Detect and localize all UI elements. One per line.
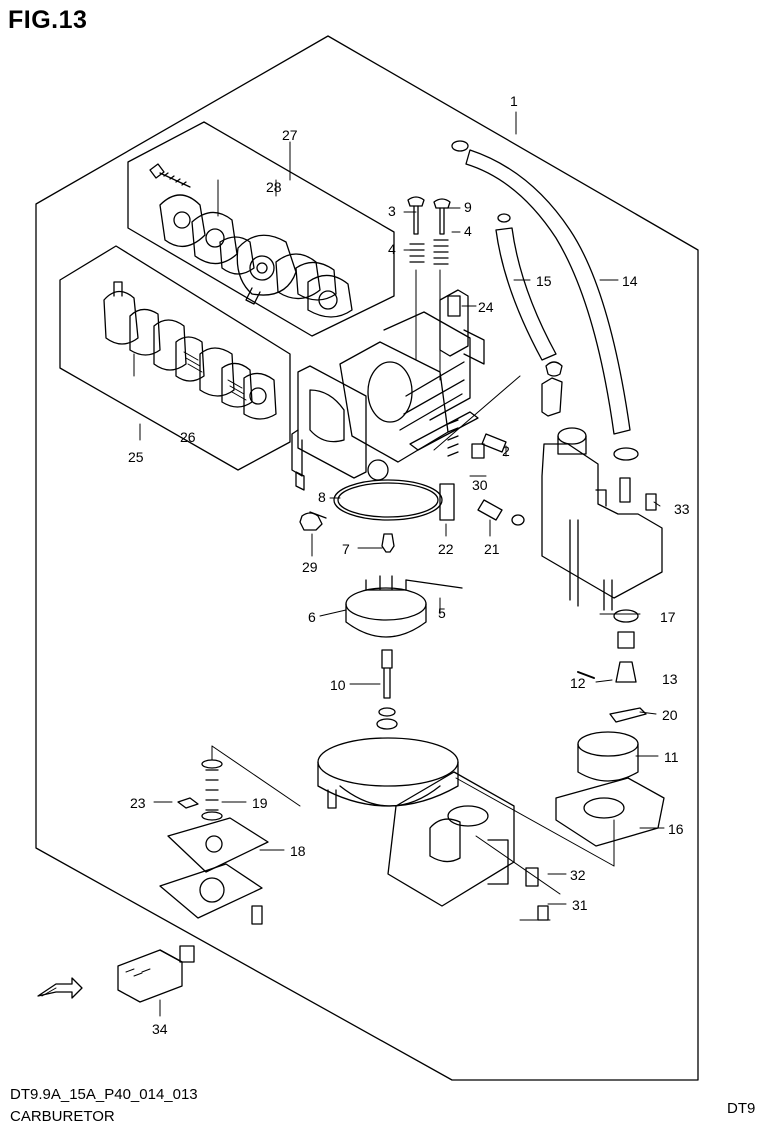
callout-20: 20 [662,707,678,723]
callout-34: 34 [152,1021,168,1037]
callout-1: 1 [510,93,518,109]
model-label: DT9 [727,1100,756,1117]
carburetor-body [291,289,485,491]
callout-17: 17 [660,609,676,625]
callout-4b: 4 [464,223,472,239]
callout-2: 2 [502,443,510,459]
kit-box-27 [127,121,395,337]
callout-4a: 4 [388,241,396,257]
callout-27: 27 [282,127,298,143]
float-chamber [317,737,515,907]
kit-27-parts [149,141,353,318]
fuel-pump-assembly [541,427,663,611]
callout-16: 16 [668,821,684,837]
callout-8: 8 [318,489,326,505]
assembly-frame [35,35,699,1081]
callout-14: 14 [622,273,638,289]
callout-13: 13 [662,671,678,687]
callout-15: 15 [536,273,552,289]
callout-6: 6 [308,609,316,625]
mid-left-parts [299,511,463,730]
hose-15 [495,213,563,417]
misc-small-parts [433,295,657,526]
callout-10: 10 [330,677,346,693]
fwd-arrow-icon [37,977,83,999]
callout-29: 29 [302,559,318,575]
callout-numbers: 1 2 3 4 4 5 6 7 8 9 10 11 12 13 14 15 16… [128,93,690,1037]
o-ring-8 [333,479,443,521]
callout-11: 11 [664,749,679,765]
screws-lower [455,777,615,921]
callout-19: 19 [252,795,268,811]
callout-21: 21 [484,541,500,557]
kit-25-parts [103,281,277,441]
callout-25: 25 [128,449,144,465]
callout-9: 9 [464,199,472,215]
callout-31: 31 [572,897,588,913]
figure-title: FIG.13 [8,6,88,34]
diaphragm-parts [159,745,301,925]
callout-22: 22 [438,541,454,557]
callout-30: 30 [472,477,488,493]
callout-12: 12 [570,675,586,691]
callout-3: 3 [388,203,396,219]
callout-18: 18 [290,843,306,859]
callout-33: 33 [674,501,690,517]
callout-23: 23 [130,795,146,811]
screws-top [403,196,461,381]
callout-26: 26 [180,429,196,445]
figure-name: CARBURETOR [10,1108,115,1125]
callout-32: 32 [570,867,586,883]
right-lower-parts [555,609,665,847]
callout-7: 7 [342,541,350,557]
hose-14 [451,140,631,435]
kit-box-25 [59,245,291,471]
callout-5: 5 [438,605,446,621]
callout-28: 28 [266,179,282,195]
callout-24: 24 [478,299,494,315]
drain-valve-34 [117,945,195,1003]
figure-code: DT9.9A_15A_P40_014_013 [10,1086,198,1103]
leader-lines [153,111,665,1017]
